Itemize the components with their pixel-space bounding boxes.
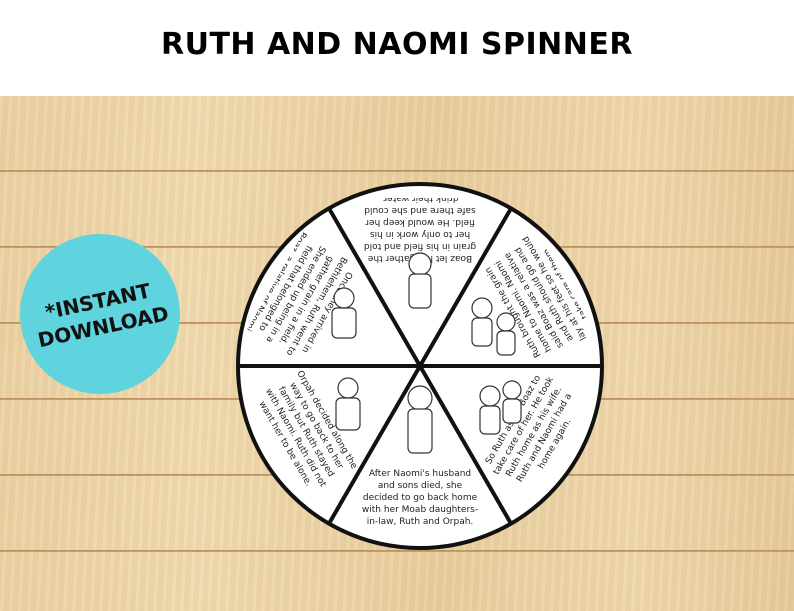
segment-bottom-figure [407, 385, 433, 454]
segment-upper-left-figure [331, 287, 357, 339]
segment-bottom: After Naomi's husband and sons died, she… [361, 385, 479, 527]
badge-text: *INSTANT DOWNLOAD [30, 275, 171, 354]
instant-download-badge: *INSTANT DOWNLOAD [20, 234, 180, 394]
segment-lower-right-figure [479, 380, 522, 435]
segment-lower-left-figure [335, 377, 361, 431]
segment-upper-right-figure [471, 297, 516, 356]
page-title: RUTH AND NAOMI SPINNER [160, 26, 633, 62]
segment-dividers [238, 207, 602, 525]
spinner-wheel: Boaz let her gather the grain in his fie… [236, 182, 604, 550]
segment-top-figure [408, 252, 432, 309]
segment-bottom-text: After Naomi's husband and sons died, she… [361, 469, 479, 527]
header: RUTH AND NAOMI SPINNER [0, 0, 794, 96]
